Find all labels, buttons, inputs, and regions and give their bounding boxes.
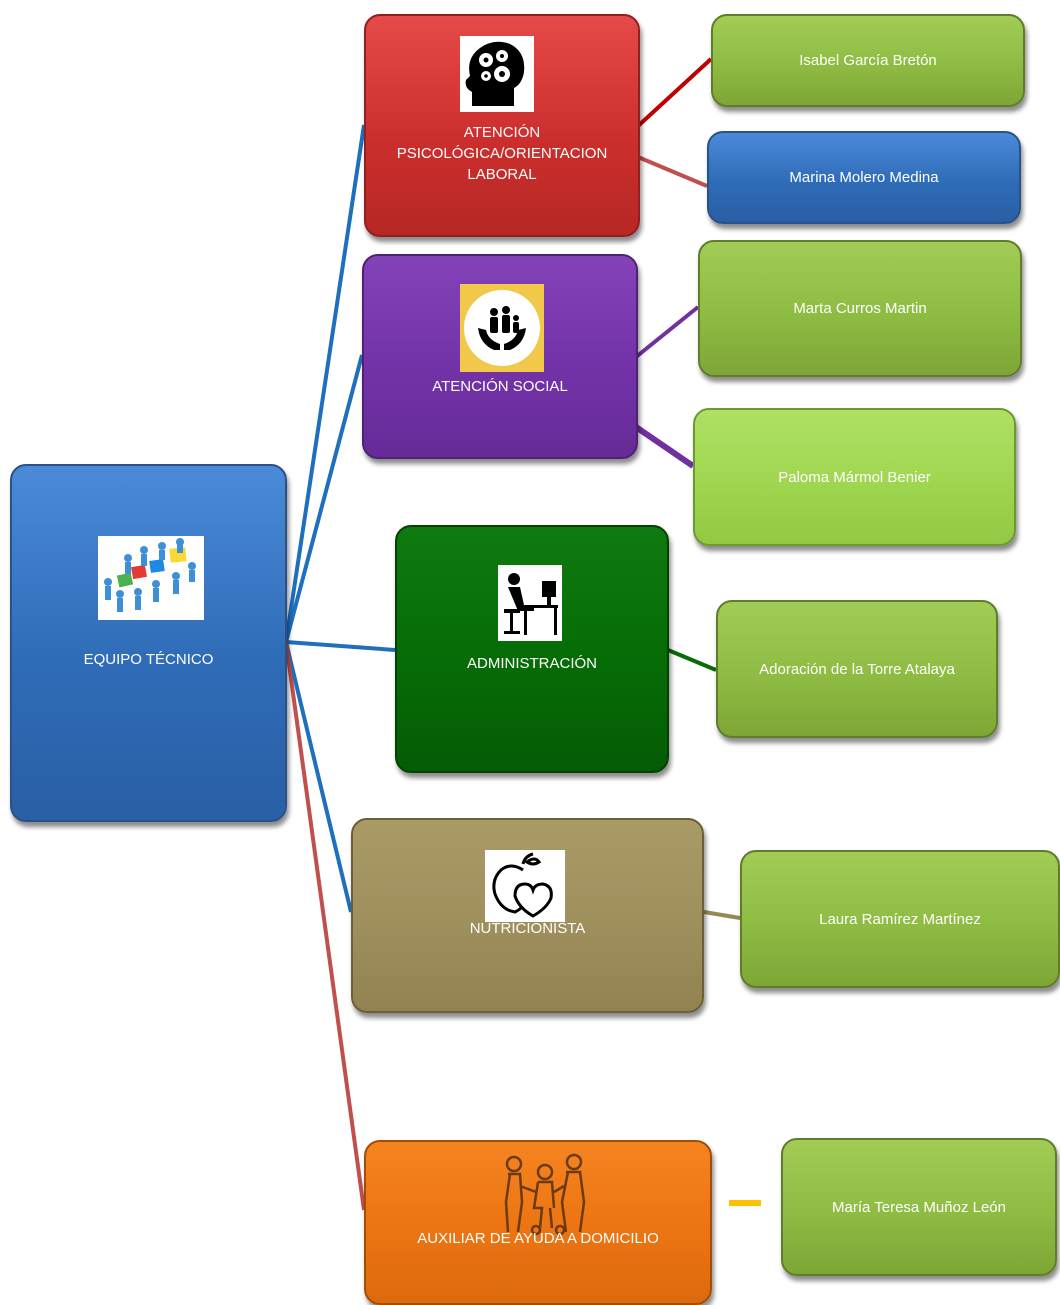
puzzle-team-icon bbox=[98, 536, 204, 620]
connector-administracion-adoracion bbox=[667, 648, 717, 672]
person-name: Isabel García Bretón bbox=[799, 52, 937, 69]
connector-root-nutricionista bbox=[284, 641, 353, 913]
caregiver-icon bbox=[500, 1152, 590, 1236]
person-node-paloma: Paloma Mármol Benier bbox=[693, 408, 1016, 546]
person-name: Marina Molero Medina bbox=[789, 169, 939, 186]
department-node-atencion-social: ATENCIÓN SOCIAL bbox=[362, 254, 638, 459]
connector-nutricionista-laura bbox=[703, 910, 741, 920]
connector-psico-isabel bbox=[636, 57, 713, 128]
department-label: AUXILIAR DE AYUDA A DOMICILIO bbox=[417, 1230, 659, 1247]
connector-root-administracion bbox=[285, 640, 396, 652]
department-node-atencion-psicologica: ATENCIÓN PSICOLÓGICA/ORIENTACION LABORAL bbox=[364, 14, 640, 237]
department-node-administracion: ADMINISTRACIÓN bbox=[395, 525, 669, 773]
person-node-isabel: Isabel García Bretón bbox=[711, 14, 1025, 107]
person-name: Adoración de la Torre Atalaya bbox=[759, 660, 955, 678]
brain-gears-icon bbox=[460, 36, 534, 112]
department-label: NUTRICIONISTA bbox=[469, 920, 586, 937]
connector-social-paloma bbox=[634, 424, 695, 469]
person-node-laura: Laura Ramírez Martínez bbox=[740, 850, 1060, 988]
connector-root-psico bbox=[284, 124, 366, 643]
person-node-adoracion: Adoración de la Torre Atalaya bbox=[716, 600, 998, 738]
root-label: EQUIPO TÉCNICO bbox=[83, 651, 214, 668]
connector-psico-marina bbox=[637, 155, 708, 188]
person-node-marta: Marta Curros Martin bbox=[698, 240, 1022, 377]
department-label: ADMINISTRACIÓN bbox=[466, 655, 597, 672]
office-worker-icon bbox=[498, 565, 562, 641]
department-label: ATENCIÓN SOCIAL bbox=[432, 378, 568, 395]
person-name: Laura Ramírez Martínez bbox=[819, 910, 981, 928]
person-node-maria-teresa: María Teresa Muñoz León bbox=[781, 1138, 1057, 1276]
person-name: María Teresa Muñoz León bbox=[832, 1198, 1006, 1216]
connector-root-auxiliar bbox=[284, 641, 366, 1211]
person-name: Marta Curros Martin bbox=[793, 300, 927, 317]
connector-root-social bbox=[284, 354, 364, 643]
root-node-equipo-tecnico: EQUIPO TÉCNICO bbox=[10, 464, 287, 822]
person-node-marina: Marina Molero Medina bbox=[707, 131, 1021, 224]
department-node-auxiliar: AUXILIAR DE AYUDA A DOMICILIO bbox=[364, 1140, 712, 1305]
connector-social-marta bbox=[634, 305, 700, 359]
department-label: ATENCIÓN PSICOLÓGICA/ORIENTACION LABORAL bbox=[396, 124, 608, 183]
department-node-nutricionista: NUTRICIONISTA bbox=[351, 818, 704, 1013]
person-name: Paloma Mármol Benier bbox=[778, 468, 931, 486]
apple-hearts-icon bbox=[485, 850, 565, 922]
family-hands-icon bbox=[460, 284, 544, 372]
